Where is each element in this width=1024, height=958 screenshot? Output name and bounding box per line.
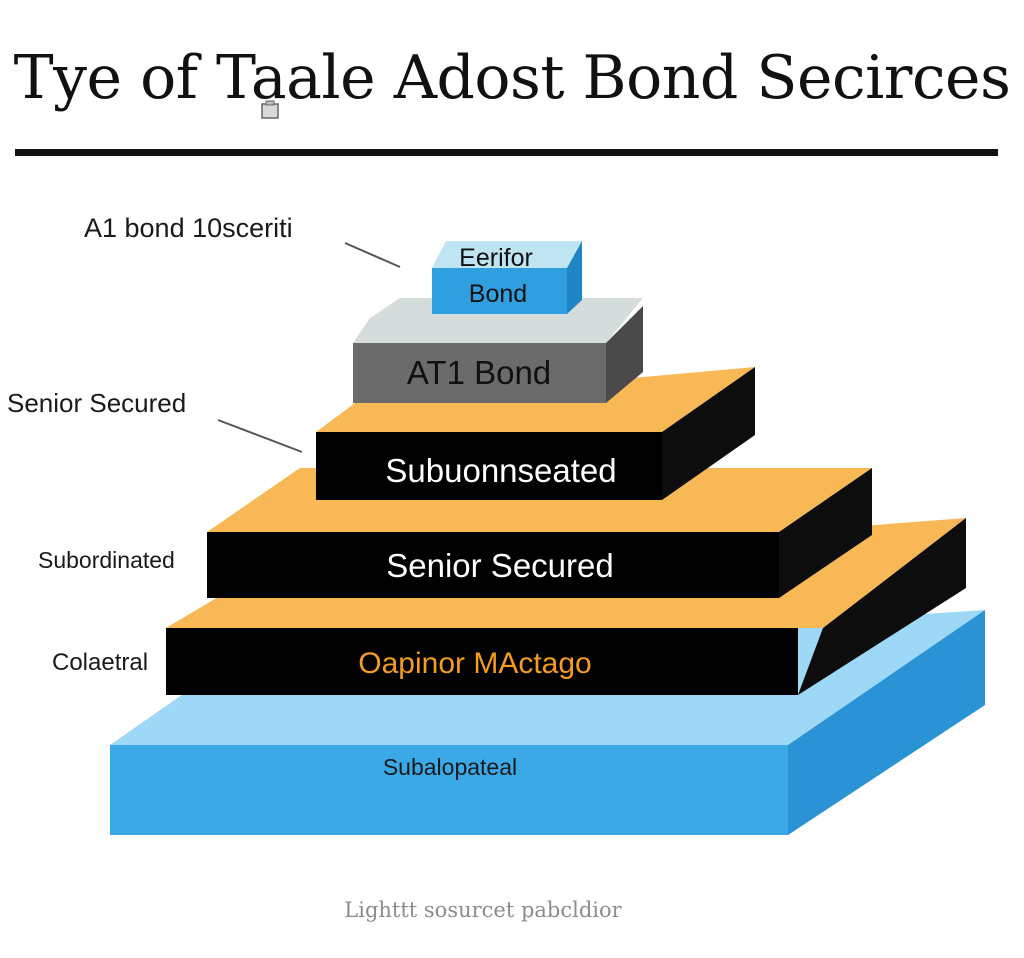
tier-label-line1: Eerifor [459,244,533,272]
tier-front-face [353,343,606,403]
side-label-a1-bond: A1 bond 10sceriti [84,213,293,243]
side-label-subordinated: Subordinated [38,547,175,573]
tier-front-face [166,628,798,695]
leader-line [344,242,401,268]
leader-line [217,419,303,453]
tier-label: Oapinor MActago [358,647,591,680]
tier-front-face [316,432,662,500]
tier-front-face [110,745,788,835]
tier-label: Subuonnseated [385,452,616,489]
cursor-icon [261,100,279,119]
tier-side-face [788,610,985,835]
tier-label: Subalopateal [383,754,517,780]
page-title: Tye of Taale Adost Bond Secirces [13,43,1011,113]
tier-front-face [432,268,567,314]
side-label-senior-secured: Senior Secured [7,388,187,418]
tier-front-face [207,532,779,598]
tier-side-face [779,468,872,598]
tier-label-line2: Bond [469,280,527,308]
tier-side-face [606,306,643,403]
tier-label: Senior Secured [386,547,613,584]
side-label-colaetral: Colaetral [52,649,149,676]
tier-side-face [798,518,966,695]
footnote: Lighttt sosurcet pabcldior [344,898,622,922]
title-rule [15,149,998,156]
tier-top-bond: Eerifor Bond [432,241,582,314]
tier-label: AT1 Bond [407,354,551,391]
tier-side-face [567,241,582,314]
tier-at1-bond: AT1 Bond [353,298,643,403]
tier-top-face [432,241,582,268]
tier-side-face [662,367,755,500]
